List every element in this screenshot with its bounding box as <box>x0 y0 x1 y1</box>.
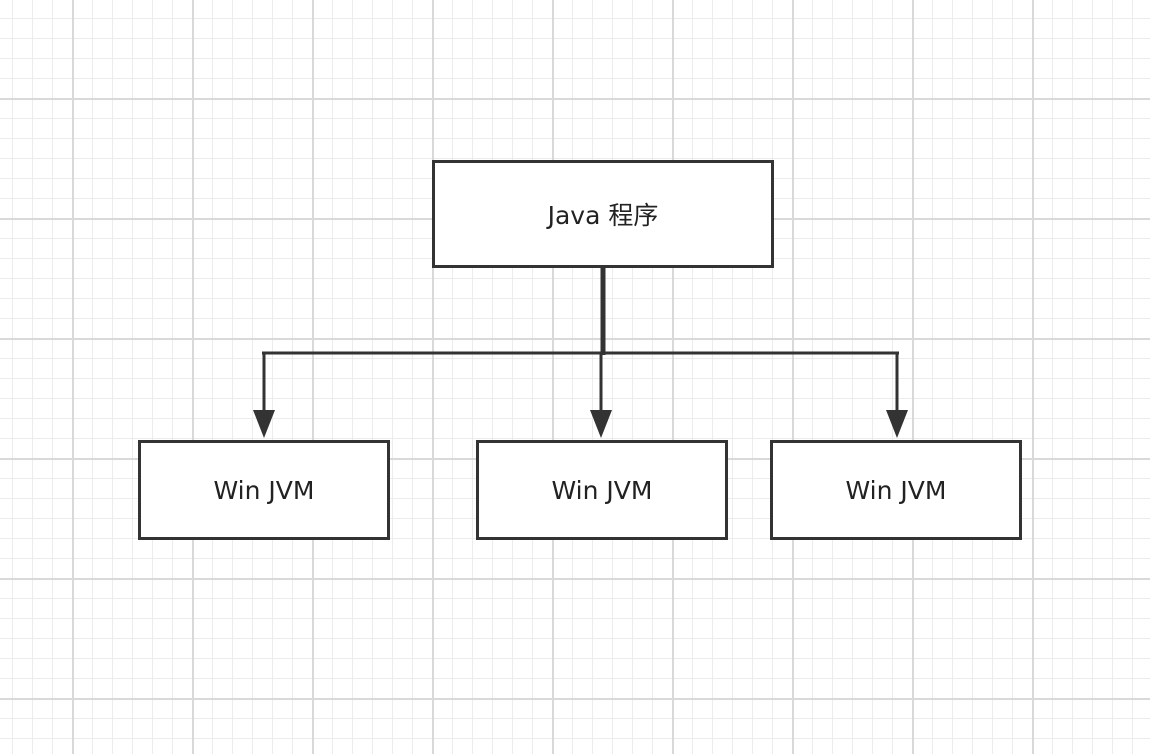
node-win-jvm-left-label: Win JVM <box>213 475 315 505</box>
node-win-jvm-right-label: Win JVM <box>845 475 947 505</box>
node-win-jvm-middle[interactable]: Win JVM <box>476 440 728 540</box>
node-win-jvm-left[interactable]: Win JVM <box>138 440 390 540</box>
node-win-jvm-middle-label: Win JVM <box>551 475 653 505</box>
node-java-program-label: Java 程序 <box>547 201 659 230</box>
node-win-jvm-right[interactable]: Win JVM <box>770 440 1022 540</box>
arrowhead-right <box>886 410 908 438</box>
arrowhead-left <box>253 410 275 438</box>
arrowhead-middle <box>590 410 612 438</box>
node-java-program[interactable]: Java 程序 <box>432 160 774 268</box>
